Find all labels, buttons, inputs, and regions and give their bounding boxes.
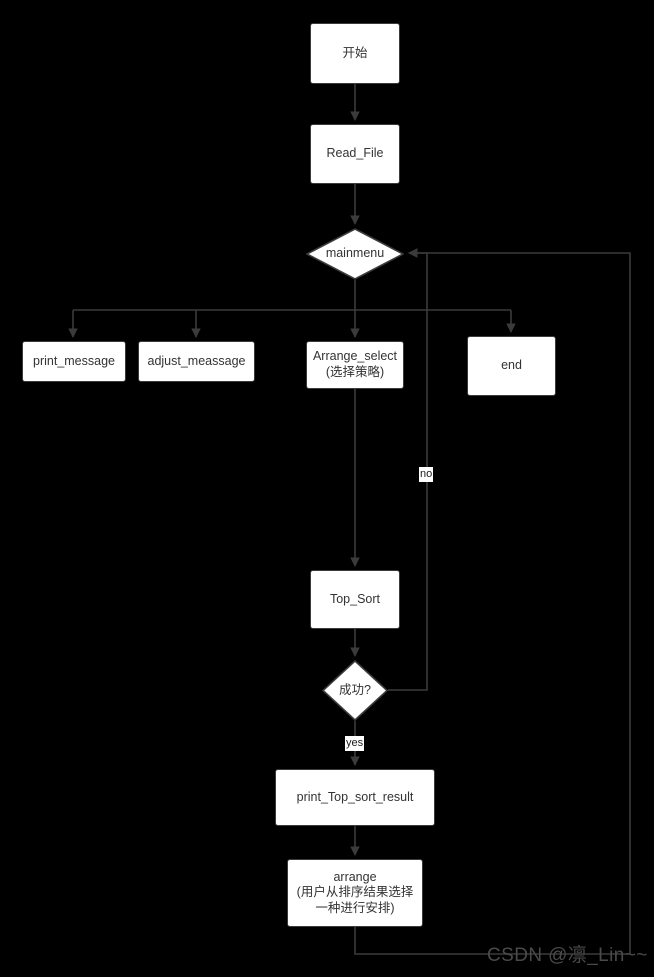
node-arrange-select-label-line2: (选择策略) (325, 365, 385, 379)
node-arrange[interactable]: arrange (用户从排序结果选择 一种进行安排) (287, 859, 423, 927)
edge-label-no: no (419, 467, 434, 483)
node-mainmenu[interactable]: mainmenu (306, 228, 404, 280)
node-print-top-sort-result[interactable]: print_Top_sort_result (275, 769, 435, 826)
edge-label-yes: yes (345, 736, 365, 752)
node-read-file-label: Read_File (326, 146, 384, 161)
csdn-watermark-text: CSDN @凛_Lin~~ (487, 945, 648, 966)
edge-label-no-text: no (420, 468, 433, 480)
node-top-sort-label: Top_Sort (329, 591, 381, 606)
node-end-label: end (501, 358, 522, 373)
node-success[interactable]: 成功? (322, 660, 388, 721)
node-start-label: 开始 (342, 45, 368, 60)
node-arrange-select[interactable]: Arrange_select (选择策略) (306, 341, 404, 389)
node-mainmenu-label: mainmenu (325, 246, 385, 261)
node-arrange-label-line1: arrange (333, 869, 377, 884)
node-top-sort[interactable]: Top_Sort (310, 570, 400, 629)
node-adjust-message[interactable]: adjust_meassage (138, 341, 255, 382)
node-start[interactable]: 开始 (310, 23, 400, 84)
node-print-message[interactable]: print_message (22, 341, 126, 382)
node-print-top-sort-result-label: print_Top_sort_result (296, 789, 414, 804)
node-adjust-message-label: adjust_meassage (147, 353, 246, 368)
node-read-file[interactable]: Read_File (310, 124, 400, 184)
edge-label-yes-text: yes (346, 737, 364, 749)
node-arrange-label-line2: (用户从排序结果选择 (296, 885, 414, 900)
node-end[interactable]: end (467, 336, 556, 396)
node-arrange-select-label-line1: Arrange_select (312, 349, 398, 364)
node-success-label: 成功? (339, 682, 371, 697)
node-print-message-label: print_message (33, 353, 115, 368)
node-arrange-label-line3: 一种进行安排) (315, 900, 395, 915)
csdn-watermark: CSDN @凛_Lin~~ (487, 940, 648, 967)
